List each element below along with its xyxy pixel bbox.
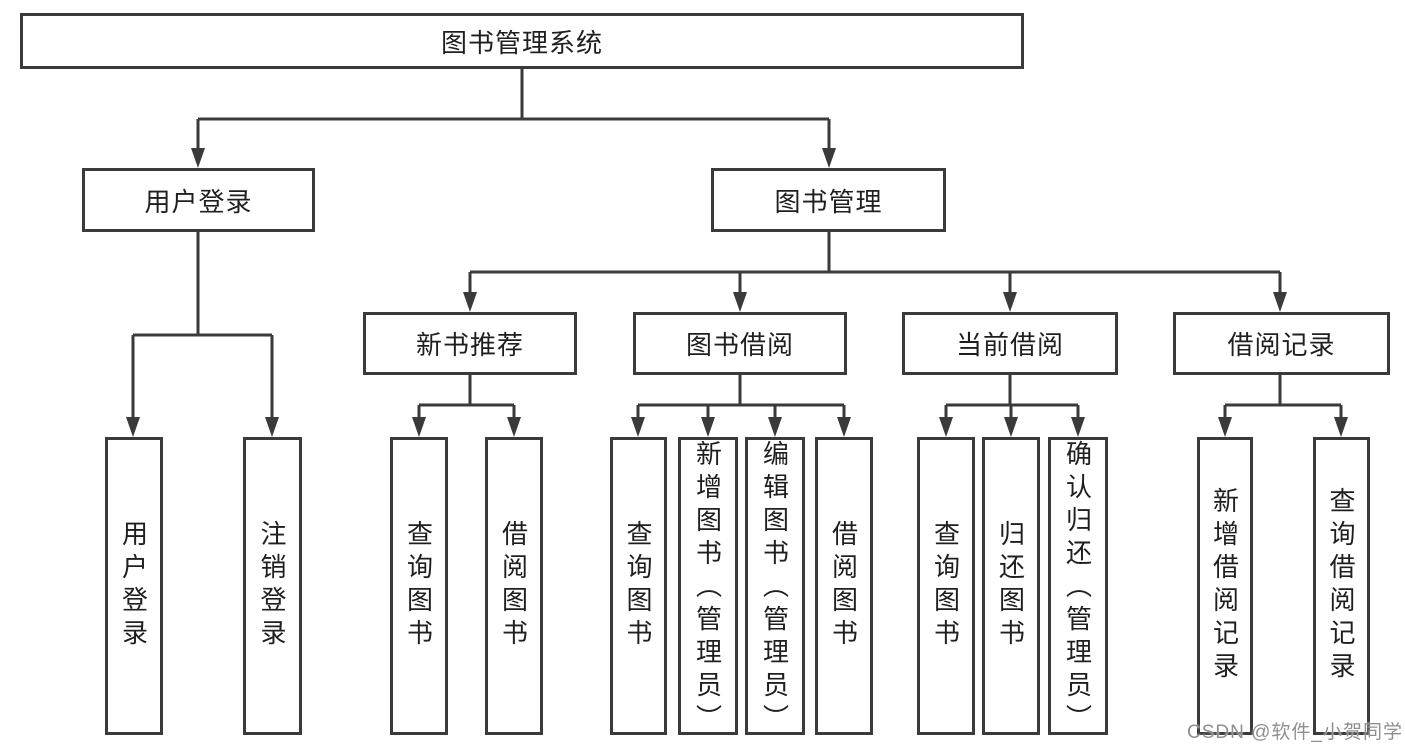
node-label: 新增图书（管理员）	[692, 440, 723, 737]
node-current-borrow: 当前借阅	[902, 312, 1118, 375]
arrowhead	[463, 292, 477, 312]
node-label: 归还图书	[995, 520, 1026, 652]
connector-root-to-level2	[196, 69, 831, 150]
node-label: 借阅图书	[828, 520, 859, 652]
arrowhead	[837, 417, 851, 437]
node-label: 图书管理	[774, 186, 883, 217]
arrowhead	[265, 417, 279, 437]
leaf-add-books-admin: 新增图书（管理员）	[678, 437, 738, 737]
node-user-login: 用户登录	[82, 168, 315, 232]
leaf-query-books-recommend: 查询图书	[390, 437, 448, 735]
node-label: 用户登录	[144, 186, 253, 217]
arrowhead	[1071, 417, 1085, 437]
node-book-borrow: 图书借阅	[633, 312, 847, 375]
node-label: 确认归还（管理员）	[1062, 440, 1093, 737]
leaf-user-login: 用户登录	[105, 437, 163, 735]
leaf-logout: 注销登录	[243, 437, 302, 735]
leaf-borrow-books-recommend: 借阅图书	[485, 437, 543, 735]
arrowhead	[507, 417, 521, 437]
arrowhead	[1004, 417, 1018, 437]
connector-current-borrow-children	[944, 375, 1080, 419]
node-label: 借阅记录	[1227, 330, 1336, 360]
node-label: 图书管理系统	[440, 27, 603, 58]
leaf-return-books: 归还图书	[982, 437, 1040, 735]
leaf-add-borrow-record: 新增借阅记录	[1197, 437, 1253, 735]
arrowhead	[1003, 292, 1017, 312]
node-label: 用户登录	[118, 520, 149, 652]
node-label: 查询借阅记录	[1326, 487, 1356, 685]
node-root-system: 图书管理系统	[20, 13, 1024, 69]
arrowhead	[768, 417, 782, 437]
arrowhead	[631, 417, 645, 437]
arrowhead	[412, 417, 426, 437]
leaf-confirm-return-admin: 确认归还（管理员）	[1048, 437, 1108, 737]
node-label: 编辑图书（管理员）	[759, 440, 790, 737]
arrowhead	[733, 292, 747, 312]
leaf-borrow-books: 借阅图书	[815, 437, 873, 735]
leaf-query-borrow-record: 查询借阅记录	[1313, 437, 1370, 735]
arrowhead	[1218, 417, 1232, 437]
node-label: 当前借阅	[955, 330, 1064, 360]
arrowhead	[701, 417, 715, 437]
arrowhead	[1273, 292, 1287, 312]
leaf-edit-books-admin: 编辑图书（管理员）	[745, 437, 805, 737]
connector-user-login-children	[131, 232, 274, 418]
connector-borrow-record-children	[1223, 375, 1343, 419]
node-label: 新增借阅记录	[1209, 487, 1240, 685]
arrowhead	[126, 417, 140, 437]
node-label: 查询图书	[403, 520, 434, 652]
arrowhead	[191, 148, 205, 168]
node-book-management: 图书管理	[711, 168, 946, 232]
csdn-watermark: CSDN @软件_小贺同学	[1187, 722, 1403, 743]
leaf-query-books-current: 查询图书	[917, 437, 975, 735]
node-label: 注销登录	[257, 520, 287, 652]
connector-book-borrow-children	[636, 375, 846, 419]
arrowhead	[822, 148, 836, 168]
node-new-book-recommend: 新书推荐	[363, 312, 577, 375]
arrowhead	[939, 417, 953, 437]
connector-book-management-children	[468, 232, 1282, 293]
leaf-query-books-borrow: 查询图书	[610, 437, 667, 735]
node-label: 借阅图书	[498, 520, 529, 652]
node-borrow-records: 借阅记录	[1173, 312, 1390, 375]
node-label: 图书借阅	[685, 330, 794, 360]
node-label: 查询图书	[930, 520, 961, 652]
connector-new-book-children	[417, 375, 516, 419]
arrowhead	[1334, 417, 1348, 437]
node-label: 新书推荐	[415, 330, 524, 360]
node-label: 查询图书	[623, 520, 653, 652]
